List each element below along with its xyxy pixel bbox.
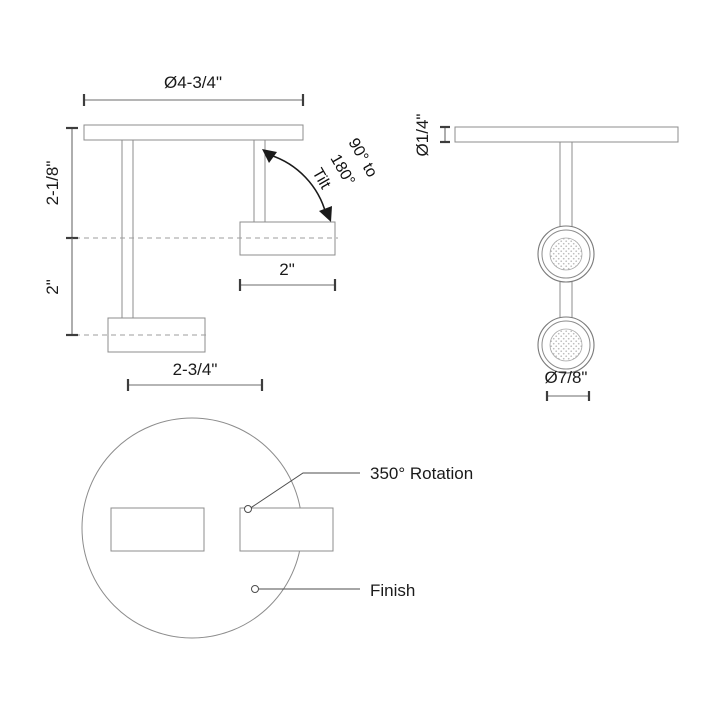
leader-dot-finish (251, 585, 259, 593)
leader-dot-rotation (244, 505, 252, 513)
dimension-label-canopy-thickness: Ø1/4" (413, 114, 432, 157)
dimension-upper-drop: 2-1/8" (43, 126, 78, 240)
fixture-head-plan-left (110, 507, 205, 552)
stem-short (253, 139, 266, 226)
callout-label-rotation: 350° Rotation (370, 464, 473, 483)
tilt-label-line3: Tilt (309, 166, 334, 193)
dimension-lower-drop: 2" (43, 238, 78, 337)
canopy-bar-side (454, 126, 679, 143)
dimension-label-lower-drop: 2" (43, 279, 62, 295)
callout-label-finish: Finish (370, 581, 415, 600)
dimension-label-upper-head-width: 2" (279, 260, 295, 279)
dimension-label-canopy-width: Ø4-3/4" (164, 73, 222, 92)
callout-rotation: 350° Rotation (244, 464, 473, 513)
plan-view: 350° Rotation Finish (81, 417, 473, 639)
front-elevation-view: Ø4-3/4" 2-1/8" 2" (43, 73, 380, 391)
light-head-upper (537, 225, 595, 283)
dimension-lower-head-width: 2-3/4" (126, 360, 264, 391)
lens-disc-upper (549, 237, 583, 271)
tilt-arrow-start (262, 149, 277, 163)
dimension-canopy-width: Ø4-3/4" (82, 73, 305, 106)
light-head-lower (537, 316, 595, 374)
canopy-bar-front (83, 124, 304, 141)
dimension-head-diameter: Ø7/8" (545, 368, 591, 401)
dimension-label-lower-head-width: 2-3/4" (173, 360, 218, 379)
tilt-arrow-end (319, 206, 332, 222)
callout-finish: Finish (251, 581, 415, 600)
tilt-indicator: 90° to 180° Tilt (262, 136, 380, 222)
side-elevation-view: Ø1/4" Ø7/8" (413, 114, 679, 401)
dimension-upper-head-width: 2" (238, 260, 337, 291)
dimension-label-head-diameter: Ø7/8" (545, 368, 588, 387)
stem-long (121, 139, 134, 323)
dimension-canopy-thickness: Ø1/4" (413, 114, 450, 157)
fixture-head-plan-right (239, 507, 334, 552)
lens-disc-lower (549, 328, 583, 362)
dimension-label-upper-drop: 2-1/8" (43, 161, 62, 206)
